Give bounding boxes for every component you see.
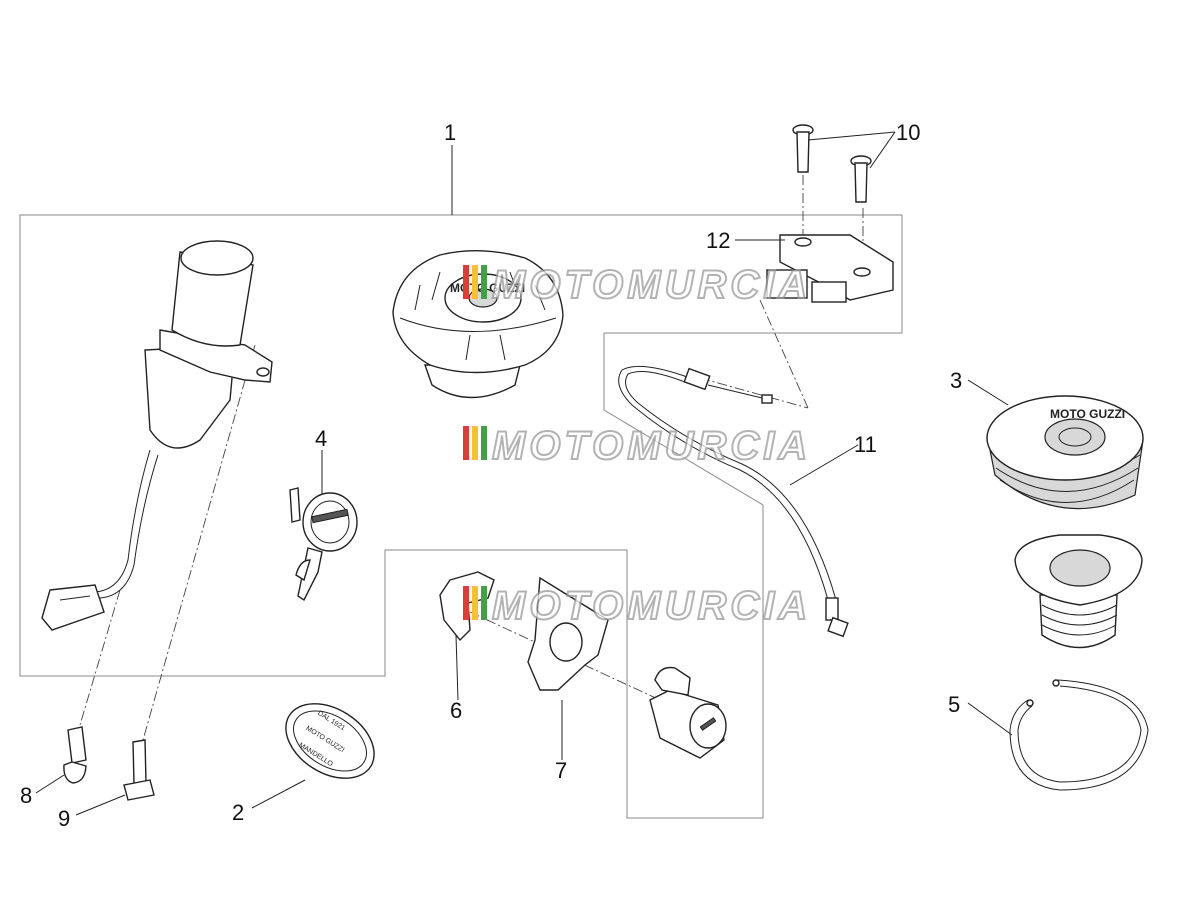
keys-part (289, 487, 358, 602)
callout-3: 3 (950, 368, 962, 393)
watermark-2: MOTOMURCIA (463, 423, 811, 469)
screw-8-part (63, 726, 87, 784)
callout-8: 8 (20, 783, 32, 808)
wm-bar (472, 586, 478, 620)
callout-1: 1 (444, 120, 456, 145)
callout-numbers: 1 2 3 4 5 6 7 8 9 10 11 12 (20, 120, 962, 831)
kit-1-group-frame (19, 214, 903, 819)
callout-12: 12 (706, 228, 730, 253)
ignition-switch-part (41, 240, 273, 631)
screws-10-part (792, 124, 872, 203)
bracket-12-part (766, 234, 894, 303)
wm-bar (481, 265, 487, 299)
callout-5: 5 (948, 692, 960, 717)
circlip-5-part (1009, 679, 1149, 791)
callout-6: 6 (450, 698, 462, 723)
wm-bar (481, 586, 487, 620)
watermark-text: MOTOMURCIA (492, 584, 811, 628)
watermark-text: MOTOMURCIA (492, 263, 811, 307)
wm-bar (472, 426, 478, 460)
wm-bar (463, 426, 469, 460)
watermark-text: MOTOMURCIA (492, 424, 811, 468)
callout-4: 4 (315, 426, 327, 451)
wm-bar (481, 426, 487, 460)
wm-bar (463, 586, 469, 620)
wm-bar (472, 265, 478, 299)
plate-7-part (527, 576, 609, 691)
callout-9: 9 (58, 806, 70, 831)
callout-10: 10 (896, 120, 920, 145)
emblem-2-part: DAL 1921 MOTO GUZZI MANDELLO (285, 703, 375, 779)
watermark-3: MOTOMURCIA (463, 583, 811, 629)
callout-2: 2 (232, 800, 244, 825)
release-cable-part (618, 365, 849, 638)
lock-barrel-part (649, 666, 727, 759)
screw-9-part (123, 739, 155, 801)
filler-neck-part (1014, 534, 1143, 649)
fuel-cap-part: MOTO GUZZI (392, 249, 564, 399)
cap3-brand-text: MOTO GUZZI (1050, 407, 1125, 421)
callout-7: 7 (555, 758, 567, 783)
leader-lines (35, 131, 1013, 816)
wm-bar (463, 265, 469, 299)
watermark-1: MOTOMURCIA (463, 262, 811, 308)
fuel-cap-top-3-part: MOTO GUZZI (986, 395, 1144, 510)
callout-11: 11 (854, 432, 877, 457)
